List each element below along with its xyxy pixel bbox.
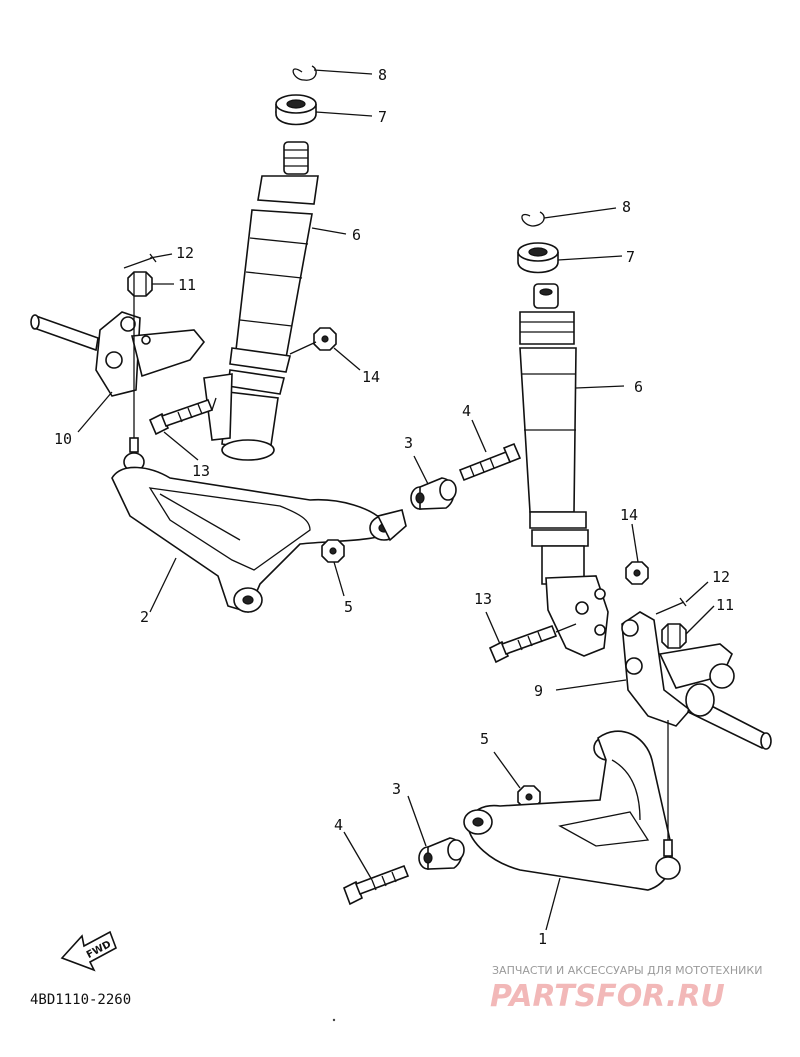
right-callout-11: 11 xyxy=(716,596,734,614)
right-callout-9: 9 xyxy=(534,682,543,700)
left-ball-joint xyxy=(123,437,145,472)
right-steering-knuckle xyxy=(621,611,772,750)
left-callout-11: 11 xyxy=(178,276,196,294)
left-callout-12: 12 xyxy=(176,244,194,262)
left-callout-14: 14 xyxy=(362,368,380,386)
right-callout-numbers: 8 7 6 14 12 13 11 9 5 3 4 1 xyxy=(334,198,734,948)
watermark-tagline: ЗАПЧАСТИ И АКСЕССУАРЫ ДЛЯ МОТОТЕХНИКИ xyxy=(492,964,762,977)
left-bolt-13 xyxy=(148,398,214,436)
left-callout-numbers: 8 7 6 12 11 14 10 13 3 4 2 5 xyxy=(54,66,471,626)
right-callout-7: 7 xyxy=(626,248,635,266)
left-nut-5 xyxy=(321,539,345,563)
right-nut-14 xyxy=(625,561,649,585)
left-bushing-3 xyxy=(410,477,457,510)
right-callout-3: 3 xyxy=(392,780,401,798)
right-callout-14: 14 xyxy=(620,506,638,524)
right-lower-arm xyxy=(463,730,681,891)
left-callout-13: 13 xyxy=(192,462,210,480)
left-callout-10: 10 xyxy=(54,430,72,448)
left-circlip xyxy=(292,65,317,81)
left-lower-arm xyxy=(111,466,407,613)
scan-dot xyxy=(332,1018,336,1022)
left-assembly: 8 7 6 12 11 14 10 13 3 4 2 5 xyxy=(30,65,522,626)
right-bolt-13 xyxy=(488,624,558,664)
right-bolt-4 xyxy=(342,864,410,906)
right-callout-4: 4 xyxy=(334,816,343,834)
watermark: ЗАПЧАСТИ И АКСЕССУАРЫ ДЛЯ МОТОТЕХНИКИ PA… xyxy=(490,964,762,1014)
left-callout-8: 8 xyxy=(378,66,387,84)
left-cotter-pin xyxy=(123,253,157,269)
left-nut-14 xyxy=(313,327,337,351)
left-leader-lines xyxy=(77,69,487,613)
right-cotter-pin xyxy=(655,597,687,615)
right-shock-collar xyxy=(517,242,559,274)
left-shock-absorber xyxy=(203,141,319,461)
left-callout-2: 2 xyxy=(140,608,149,626)
right-assembly: 8 7 6 14 12 13 11 9 5 3 4 1 xyxy=(334,198,772,948)
watermark-brand: PARTSFOR.RU xyxy=(490,979,725,1014)
right-callout-5: 5 xyxy=(480,730,489,748)
right-bushing-3 xyxy=(418,837,465,870)
right-callout-6: 6 xyxy=(634,378,643,396)
left-callout-4: 4 xyxy=(462,402,471,420)
left-callout-3: 3 xyxy=(404,434,413,452)
right-leader-lines xyxy=(343,207,715,931)
left-steering-knuckle xyxy=(30,311,206,397)
right-callout-12: 12 xyxy=(712,568,730,586)
left-bolt-4 xyxy=(458,442,522,482)
right-circlip xyxy=(521,211,545,227)
right-callout-1: 1 xyxy=(538,930,547,948)
right-castle-nut xyxy=(661,623,687,649)
left-castle-nut xyxy=(127,271,153,297)
left-callout-7: 7 xyxy=(378,108,387,126)
right-callout-8: 8 xyxy=(622,198,631,216)
left-callout-6: 6 xyxy=(352,226,361,244)
right-callout-13: 13 xyxy=(474,590,492,608)
left-callout-5: 5 xyxy=(344,598,353,616)
fwd-arrow-icon: FWD xyxy=(60,930,117,972)
left-shock-collar xyxy=(275,94,317,126)
diagram-code: 4BD1110-2260 xyxy=(30,992,131,1008)
right-shock-absorber xyxy=(519,283,609,657)
